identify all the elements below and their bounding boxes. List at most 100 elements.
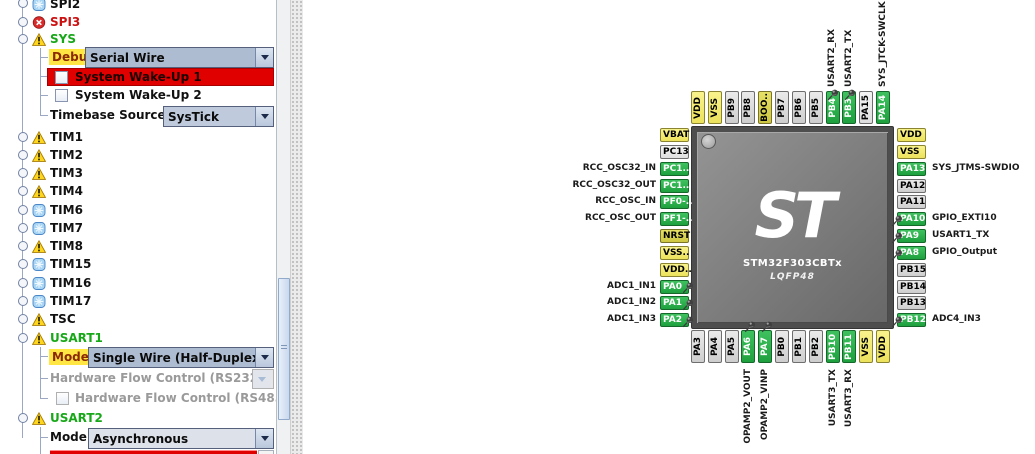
pin-PA5[interactable]: PA5 bbox=[725, 330, 739, 363]
pin-PB9[interactable]: PB9 bbox=[725, 91, 739, 124]
tree-node-label[interactable]: TIM3 bbox=[50, 166, 83, 180]
sys-wakeup1-row-selected[interactable]: System Wake-Up 1 bbox=[47, 68, 274, 86]
chevron-down-icon[interactable] bbox=[255, 107, 273, 126]
pin-bottom-VDD[interactable]: VDD bbox=[876, 330, 890, 363]
tree-expand-handle[interactable] bbox=[18, 223, 28, 233]
tree-node-label[interactable]: TIM15 bbox=[50, 257, 92, 271]
tree-node-tim4[interactable]: TIM4 bbox=[32, 182, 83, 200]
tree-scrollbar-thumb[interactable] bbox=[278, 278, 290, 420]
pin-top-VSS[interactable]: VSS bbox=[708, 91, 722, 124]
tree-expand-handle[interactable] bbox=[18, 0, 28, 8]
tree-node-label[interactable]: SYS bbox=[50, 32, 76, 46]
pin-PA12[interactable]: PA12 bbox=[897, 179, 926, 193]
tree-node-tim3[interactable]: TIM3 bbox=[32, 164, 83, 182]
tree-node-label[interactable]: SPI3 bbox=[50, 15, 81, 29]
tree-expand-handle[interactable] bbox=[18, 259, 28, 269]
panel-splitter[interactable] bbox=[290, 0, 305, 454]
pin-PA13[interactable]: PA13 bbox=[897, 162, 926, 176]
sys-wakeup1-checkbox[interactable] bbox=[55, 70, 68, 84]
pin-VBAT[interactable]: VBAT bbox=[660, 128, 689, 142]
sys-timebase-combobox[interactable]: SysTick bbox=[163, 106, 274, 127]
pin-left-VDD[interactable]: VDD.. bbox=[660, 263, 692, 277]
pin-PF0[interactable]: PF0-.. bbox=[660, 195, 693, 209]
tree-expand-handle[interactable] bbox=[18, 186, 28, 196]
pin-NRST[interactable]: NRST bbox=[660, 229, 690, 243]
pin-PA11[interactable]: PA11 bbox=[897, 195, 926, 209]
pin-PB2[interactable]: PB2 bbox=[809, 330, 823, 363]
sys-debug-combobox[interactable]: Serial Wire bbox=[85, 47, 274, 68]
pin-PA1[interactable]: PA1 bbox=[660, 296, 689, 310]
tree-node-spi3[interactable]: SPI3 bbox=[32, 13, 80, 31]
tree-node-tsc[interactable]: TSC bbox=[32, 310, 76, 328]
tree-scrollbar-track[interactable] bbox=[276, 0, 290, 454]
pin-PA3[interactable]: PA3 bbox=[691, 330, 705, 363]
usart2-mode-combobox[interactable]: Asynchronous bbox=[88, 428, 274, 449]
tree-node-tim8[interactable]: TIM8 bbox=[32, 237, 83, 255]
tree-node-label[interactable]: TIM6 bbox=[50, 203, 83, 217]
tree-expand-handle[interactable] bbox=[18, 168, 28, 178]
pin-PB14[interactable]: PB14 bbox=[897, 280, 926, 294]
tree-expand-handle[interactable] bbox=[18, 241, 28, 251]
chevron-down-icon[interactable] bbox=[255, 48, 273, 67]
pin-PC13[interactable]: PC13 bbox=[660, 145, 689, 159]
tree-node-tim2[interactable]: TIM2 bbox=[32, 146, 83, 164]
tree-node-tim1[interactable]: TIM1 bbox=[32, 128, 83, 146]
pin-PB8[interactable]: PB8 bbox=[741, 91, 755, 124]
tree-expand-handle[interactable] bbox=[18, 278, 28, 288]
pin-PB13[interactable]: PB13 bbox=[897, 296, 926, 310]
tree-node-tim16[interactable]: TIM16 bbox=[32, 274, 91, 292]
tree-node-tim7[interactable]: TIM7 bbox=[32, 219, 83, 237]
tree-expand-handle[interactable] bbox=[18, 205, 28, 215]
tree-node-label[interactable]: TIM17 bbox=[50, 294, 92, 308]
tree-node-label[interactable]: TIM4 bbox=[50, 184, 83, 198]
pin-PB10[interactable]: PB10 bbox=[826, 330, 840, 363]
tree-node-label[interactable]: USART2 bbox=[50, 411, 103, 425]
sys-wakeup2-checkbox[interactable] bbox=[55, 88, 68, 102]
tree-node-usart2[interactable]: USART2 bbox=[32, 409, 103, 427]
pin-PB7[interactable]: PB7 bbox=[775, 91, 789, 124]
tree-node-tim15[interactable]: TIM15 bbox=[32, 255, 91, 273]
pin-PF1[interactable]: PF1-.. bbox=[660, 212, 693, 226]
pin-right-VDD[interactable]: VDD bbox=[897, 128, 926, 142]
tree-node-sys[interactable]: SYS bbox=[32, 30, 76, 48]
pin-PB5[interactable]: PB5 bbox=[809, 91, 823, 124]
pin-PA6[interactable]: PA6 bbox=[741, 330, 755, 363]
tree-node-label[interactable]: SPI2 bbox=[50, 0, 81, 11]
chevron-down-icon[interactable] bbox=[255, 348, 273, 367]
tree-node-label[interactable]: TIM2 bbox=[50, 148, 83, 162]
pin-PA14[interactable]: PA14 bbox=[876, 91, 890, 124]
pin-PB1[interactable]: PB1 bbox=[792, 330, 806, 363]
pin-bottom-VSS[interactable]: VSS bbox=[859, 330, 873, 363]
pin-left-VSS[interactable]: VSS.. bbox=[660, 246, 689, 260]
sys-wakeup2-label[interactable]: System Wake-Up 2 bbox=[75, 88, 202, 102]
pin-top-VDD[interactable]: VDD bbox=[691, 91, 705, 124]
pin-PB15[interactable]: PB15 bbox=[897, 263, 926, 277]
usart1-rs485-checkbox[interactable] bbox=[56, 391, 69, 405]
tree-expand-handle[interactable] bbox=[18, 132, 28, 142]
tree-expand-handle[interactable] bbox=[18, 17, 28, 27]
tree-node-label[interactable]: TSC bbox=[50, 312, 76, 326]
pin-right-VSS[interactable]: VSS bbox=[897, 145, 926, 159]
tree-node-label[interactable]: USART1 bbox=[50, 331, 103, 345]
tree-expand-handle[interactable] bbox=[18, 296, 28, 306]
chevron-down-icon[interactable] bbox=[255, 429, 273, 448]
tree-node-label[interactable]: TIM16 bbox=[50, 276, 92, 290]
sys-wakeup1-label[interactable]: System Wake-Up 1 bbox=[75, 70, 202, 84]
pin-PB0[interactable]: PB0 bbox=[775, 330, 789, 363]
pin-PA7[interactable]: PA7 bbox=[758, 330, 772, 363]
pin-PA8[interactable]: PA8 bbox=[897, 246, 926, 260]
tree-expand-handle[interactable] bbox=[18, 150, 28, 160]
tree-expand-handle[interactable] bbox=[18, 34, 28, 44]
tree-node-label[interactable]: TIM7 bbox=[50, 221, 83, 235]
pin-PB11[interactable]: PB11 bbox=[842, 330, 856, 363]
tree-expand-handle[interactable] bbox=[18, 413, 28, 423]
pin-PA4[interactable]: PA4 bbox=[708, 330, 722, 363]
tree-node-spi2[interactable]: SPI2 bbox=[32, 0, 80, 13]
usart2-selected-row-partial[interactable] bbox=[50, 450, 257, 454]
tree-node-label[interactable]: TIM1 bbox=[50, 130, 83, 144]
pin-PC14[interactable]: PC1.. bbox=[660, 162, 689, 176]
tree-expand-handle[interactable] bbox=[18, 314, 28, 324]
tree-node-tim17[interactable]: TIM17 bbox=[32, 292, 91, 310]
tree-node-usart1[interactable]: USART1 bbox=[32, 329, 103, 347]
pin-BOOT0[interactable]: BOO.. bbox=[758, 91, 772, 124]
